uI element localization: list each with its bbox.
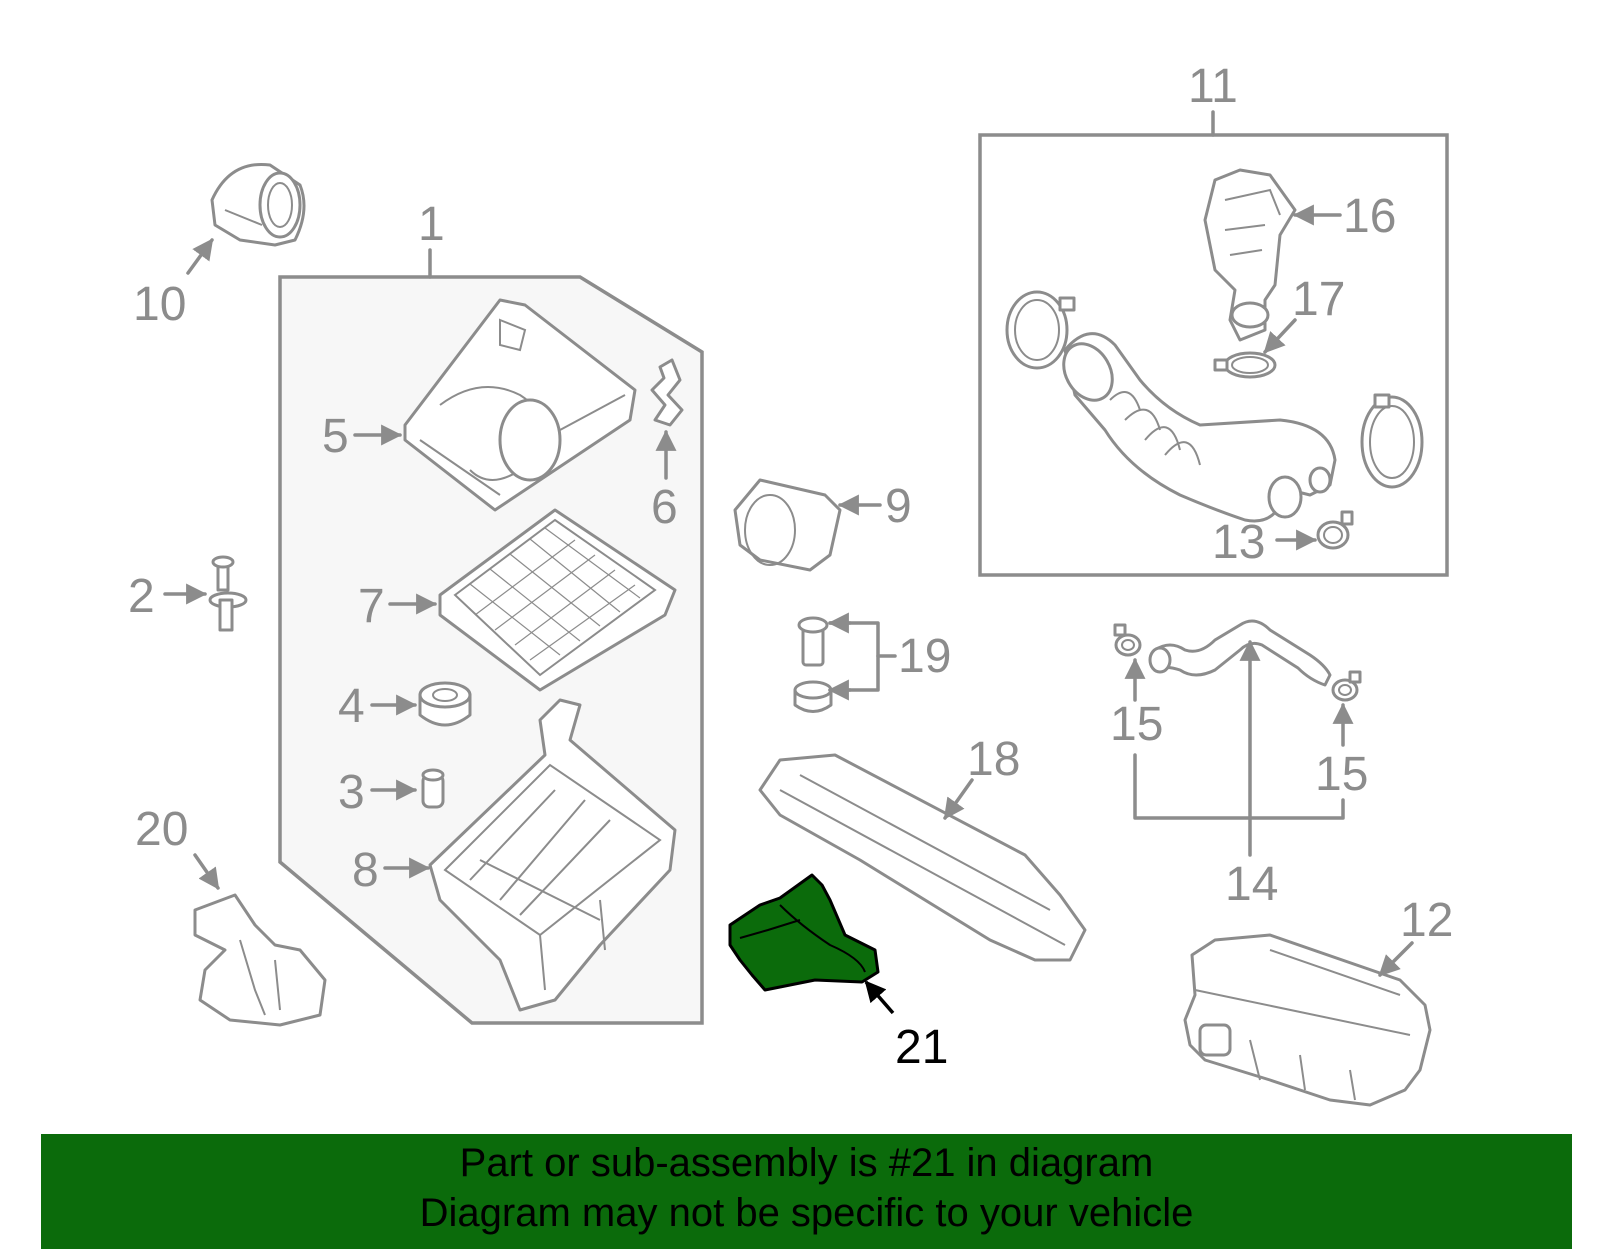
part-11-left-clamp-icon — [1005, 290, 1076, 370]
leader-17 — [1263, 318, 1297, 354]
callout-13: 13 — [1212, 516, 1265, 569]
part-15-right-clamp-icon — [1331, 670, 1362, 702]
leader-18 — [943, 778, 974, 820]
callout-3: 3 — [338, 766, 365, 819]
banner-line-2: Diagram may not be specific to your vehi… — [419, 1191, 1194, 1235]
callout-18: 18 — [967, 733, 1020, 786]
callout-16: 16 — [1343, 190, 1396, 243]
callout-9: 9 — [885, 480, 912, 533]
part-13-clamp-icon — [1316, 510, 1354, 550]
part-19-washer-icon — [793, 680, 833, 713]
callout-10: 10 — [133, 278, 186, 331]
part-20-bracket-icon — [193, 893, 327, 1027]
callout-8: 8 — [352, 844, 379, 897]
part-11-right-clamp-icon — [1360, 393, 1424, 489]
leader-12 — [1378, 941, 1414, 977]
callout-15-right: 15 — [1315, 748, 1368, 801]
part-2-pin-icon — [208, 555, 248, 632]
callout-14: 14 — [1225, 858, 1278, 911]
part-10-sensor-icon — [210, 162, 306, 247]
part-16-resonator-icon — [1203, 168, 1297, 342]
callout-7: 7 — [358, 580, 385, 633]
callout-20: 20 — [135, 803, 188, 856]
part-18-cover-icon — [758, 753, 1087, 962]
part-6-clip-icon — [650, 358, 684, 427]
callout-15-left: 15 — [1110, 698, 1163, 751]
callout-12: 12 — [1400, 894, 1453, 947]
callout-6: 6 — [651, 481, 678, 534]
part-3-sleeve-icon — [421, 768, 445, 809]
callout-2: 2 — [128, 570, 155, 623]
banner-line-1: Part or sub-assembly is #21 in diagram — [459, 1141, 1154, 1185]
part-7-filter-icon — [438, 508, 677, 692]
part-15-left-clamp-icon — [1113, 623, 1142, 657]
part-17-clamp-icon — [1213, 351, 1277, 379]
part-9-duct-icon — [733, 478, 842, 572]
part-14-hose-icon — [1148, 619, 1332, 687]
leader-10 — [186, 238, 214, 275]
info-banner: Part or sub-assembly is #21 in diagram D… — [41, 1134, 1572, 1249]
bracket-14-15 — [1133, 753, 1345, 820]
part-19-bolt-icon — [797, 616, 829, 667]
callout-4: 4 — [338, 680, 365, 733]
callout-17: 17 — [1292, 273, 1345, 326]
callout-1: 1 — [418, 198, 445, 251]
callout-5: 5 — [322, 410, 349, 463]
part-4-grommet-icon — [418, 681, 472, 727]
callout-21: 21 — [895, 1021, 948, 1074]
part-11-intake-hose-icon — [1062, 332, 1337, 523]
leader-21 — [864, 980, 895, 1015]
callout-11: 11 — [1188, 60, 1238, 113]
leader-20 — [193, 853, 220, 890]
part-5-upper-housing-icon — [403, 298, 637, 512]
part-21-highlighted-icon — [728, 873, 880, 992]
part-8-lower-housing-icon — [428, 698, 677, 1012]
callout-19: 19 — [898, 630, 951, 683]
bracket-19 — [828, 621, 880, 692]
part-12-resonator-box-icon — [1183, 933, 1432, 1107]
